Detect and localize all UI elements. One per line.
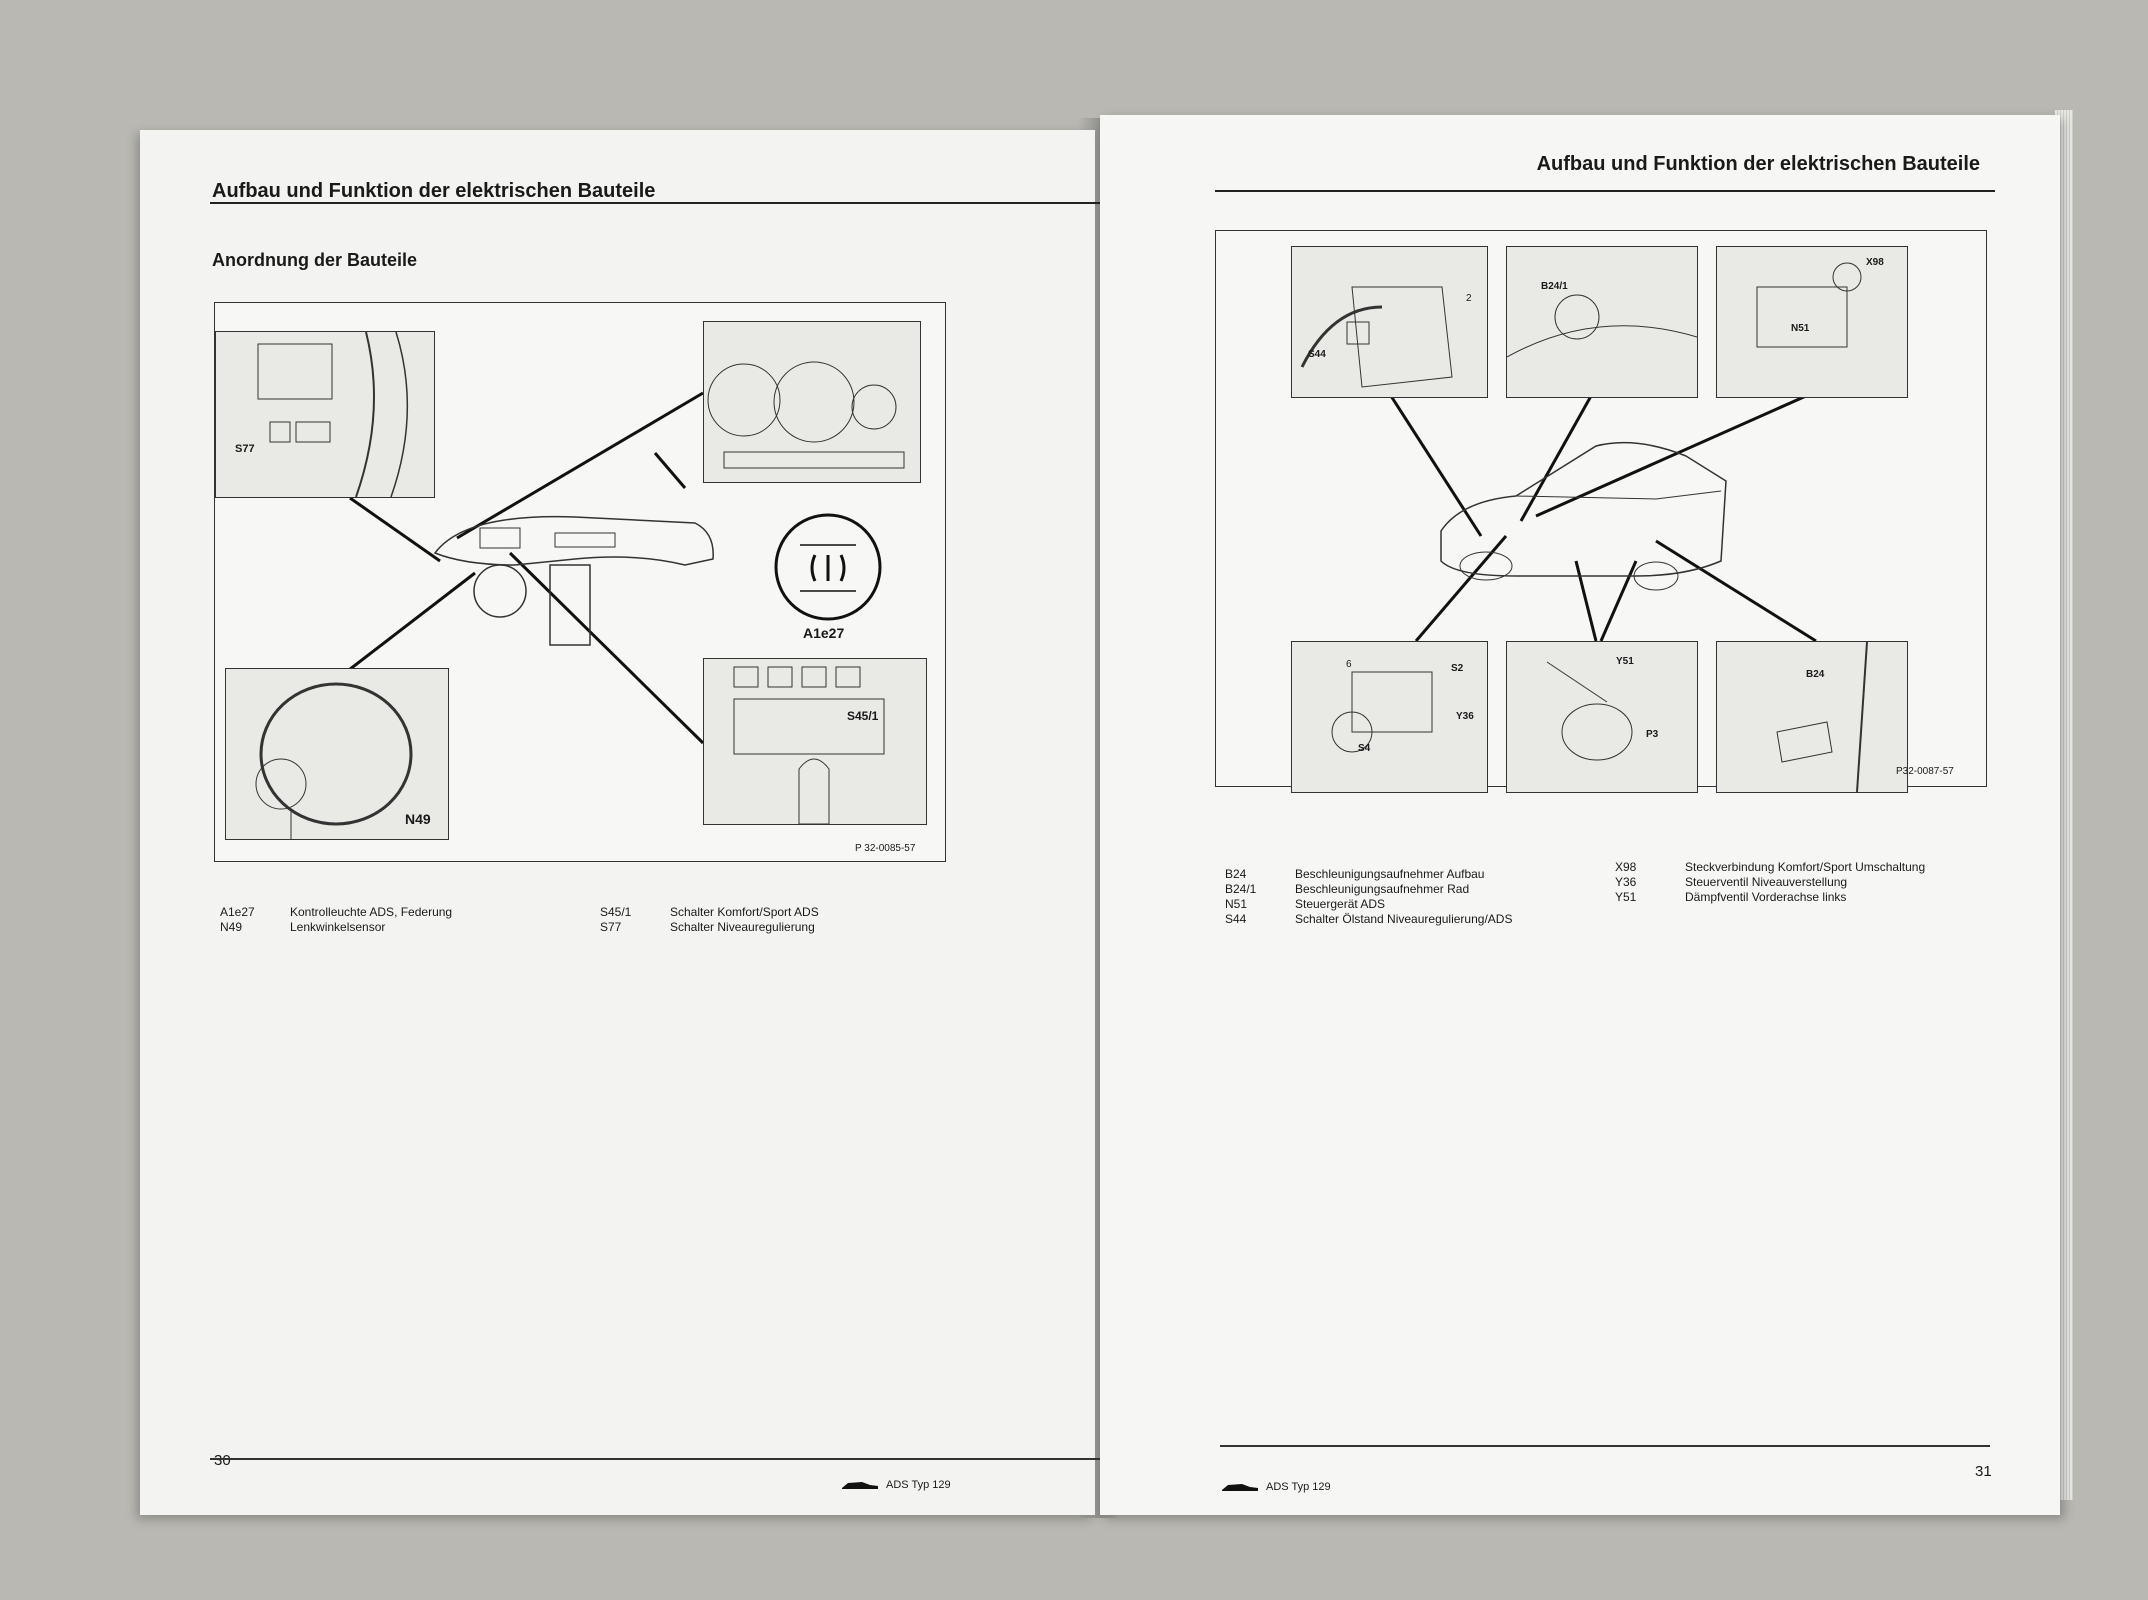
legend-desc: Steuergerät ADS [1295, 897, 1386, 911]
legend-code: S44 [1225, 912, 1247, 926]
right-header-rule [1215, 190, 1995, 192]
legend-row: X98 Steckverbindung Komfort/Sport Umschal… [1615, 860, 1925, 875]
inset-valve-block [1291, 641, 1488, 793]
left-page-number: 30 [214, 1452, 231, 1469]
legend-row: B24/1 Beschleunigungsaufnehmer Rad [1225, 882, 1512, 897]
car-icon [1222, 1484, 1258, 1491]
warning-lamp-icon [810, 554, 846, 582]
left-page: Aufbau und Funktion der elektrischen Bau… [140, 130, 1100, 1515]
legend-desc: Beschleunigungsaufnehmer Aufbau [1295, 867, 1485, 881]
left-legend-col1: A1e27 Kontrolleuchte ADS, Federung N49 Len… [220, 905, 452, 935]
left-figure: S77 A1e27 S45/1 N49 P 32-0085-57 [214, 302, 946, 862]
right-figure-lines [1389, 394, 1817, 643]
legend-code: X98 [1615, 860, 1637, 874]
left-figure-lines [344, 391, 882, 745]
left-header-title: Aufbau und Funktion der elektrischen Bau… [212, 180, 656, 202]
right-page-number: 31 [1975, 1463, 1992, 1480]
callout-s451: S45/1 [847, 709, 879, 723]
legend-desc: Steuerventil Niveauverstellung [1685, 875, 1848, 889]
inset-damper-valve-y51 [1506, 641, 1698, 793]
legend-desc: Dämpfventil Vorderachse links [1685, 890, 1847, 904]
car-icon [842, 1482, 878, 1489]
legend-row: Y51 Dämpfventil Vorderachse links [1615, 890, 1925, 905]
callout-y36: Y36 [1456, 711, 1474, 722]
legend-row: S44 Schalter Ölstand Niveauregulierung/AD… [1225, 912, 1512, 927]
callout-s44: S44 [1308, 349, 1326, 360]
right-figure-id: P32-0087-57 [1896, 766, 1954, 777]
legend-code: Y36 [1615, 875, 1637, 889]
callout-a1e27: A1e27 [803, 625, 845, 641]
legend-desc: Beschleunigungsaufnehmer Rad [1295, 882, 1470, 896]
callout-b241: B24/1 [1541, 281, 1568, 292]
callout-x98: X98 [1866, 257, 1884, 268]
legend-desc: Schalter Niveauregulierung [670, 920, 815, 934]
legend-code: N51 [1225, 897, 1248, 911]
right-page: Aufbau und Funktion der elektrischen Bau… [1100, 115, 2060, 1515]
legend-desc: Lenkwinkelsensor [290, 920, 386, 934]
legend-row: N49 Lenkwinkelsensor [220, 920, 452, 935]
right-legend-col2: X98 Steckverbindung Komfort/Sport Umschal… [1615, 860, 1925, 905]
inset-instrument-cluster [703, 321, 921, 483]
callout-s77: S77 [235, 443, 255, 455]
inset-wheel-sensor-b241 [1506, 246, 1698, 398]
legend-code: B24 [1225, 867, 1247, 881]
left-figure-id: P 32-0085-57 [855, 843, 916, 854]
callout-2: 2 [1466, 293, 1472, 304]
right-footer: ADS Typ 129 [1220, 1480, 1331, 1494]
legend-desc: Schalter Ölstand Niveauregulierung/ADS [1295, 912, 1513, 926]
inset-reservoir-s44 [1291, 246, 1488, 398]
legend-desc: Kontrolleuchte ADS, Federung [290, 905, 453, 919]
inset-steering-n49 [225, 668, 449, 840]
legend-desc: Schalter Komfort/Sport ADS [670, 905, 819, 919]
inset-body-sensor-b24 [1716, 641, 1908, 793]
legend-row: B24 Beschleunigungsaufnehmer Aufbau [1225, 867, 1512, 882]
legend-code: Y51 [1615, 890, 1637, 904]
legend-desc: Steckverbindung Komfort/Sport Umschaltun… [1685, 860, 1926, 874]
callout-p3: P3 [1646, 729, 1659, 740]
left-header-rule [210, 202, 1100, 204]
legend-row: N51 Steuergerät ADS [1225, 897, 1512, 912]
callout-n51: N51 [1791, 323, 1810, 334]
left-footer-rule [210, 1458, 1100, 1460]
right-legend-col1: B24 Beschleunigungsaufnehmer Aufbau B24/1… [1225, 867, 1512, 927]
left-footer-text: ADS Typ 129 [886, 1479, 951, 1491]
legend-row: S45/1 Schalter Komfort/Sport ADS [600, 905, 819, 920]
left-footer: ADS Typ 129 [840, 1478, 951, 1492]
right-footer-text: ADS Typ 129 [1266, 1481, 1331, 1493]
section-title: Anordnung der Bauteile [212, 250, 418, 270]
legend-code: S77 [600, 920, 622, 934]
right-figure: S44 2 B24/1 X98 N51 6 S2 Y36 S4 Y51 P3 B… [1215, 230, 1987, 793]
legend-code: B24/1 [1225, 882, 1257, 896]
left-legend-col2: S45/1 Schalter Komfort/Sport ADS S77 Schal… [600, 905, 819, 935]
legend-code: S45/1 [600, 905, 632, 919]
inset-console-s451 [703, 658, 927, 825]
callout-s4: S4 [1358, 743, 1371, 754]
legend-code: A1e27 [220, 905, 255, 919]
legend-row: A1e27 Kontrolleuchte ADS, Federung [220, 905, 452, 920]
legend-row: Y36 Steuerventil Niveauverstellung [1615, 875, 1925, 890]
inset-switch-s77 [215, 331, 435, 498]
callout-y51: Y51 [1616, 656, 1634, 667]
inset-control-unit-n51 [1716, 246, 1908, 398]
callout-s2: S2 [1451, 663, 1464, 674]
legend-row: S77 Schalter Niveauregulierung [600, 920, 819, 935]
callout-n49: N49 [405, 811, 431, 827]
right-header-title: Aufbau und Funktion der elektrischen Bau… [1536, 153, 1980, 175]
callout-6: 6 [1346, 659, 1352, 670]
legend-code: N49 [220, 920, 243, 934]
callout-b24: B24 [1806, 669, 1825, 680]
right-footer-rule [1220, 1445, 1990, 1447]
